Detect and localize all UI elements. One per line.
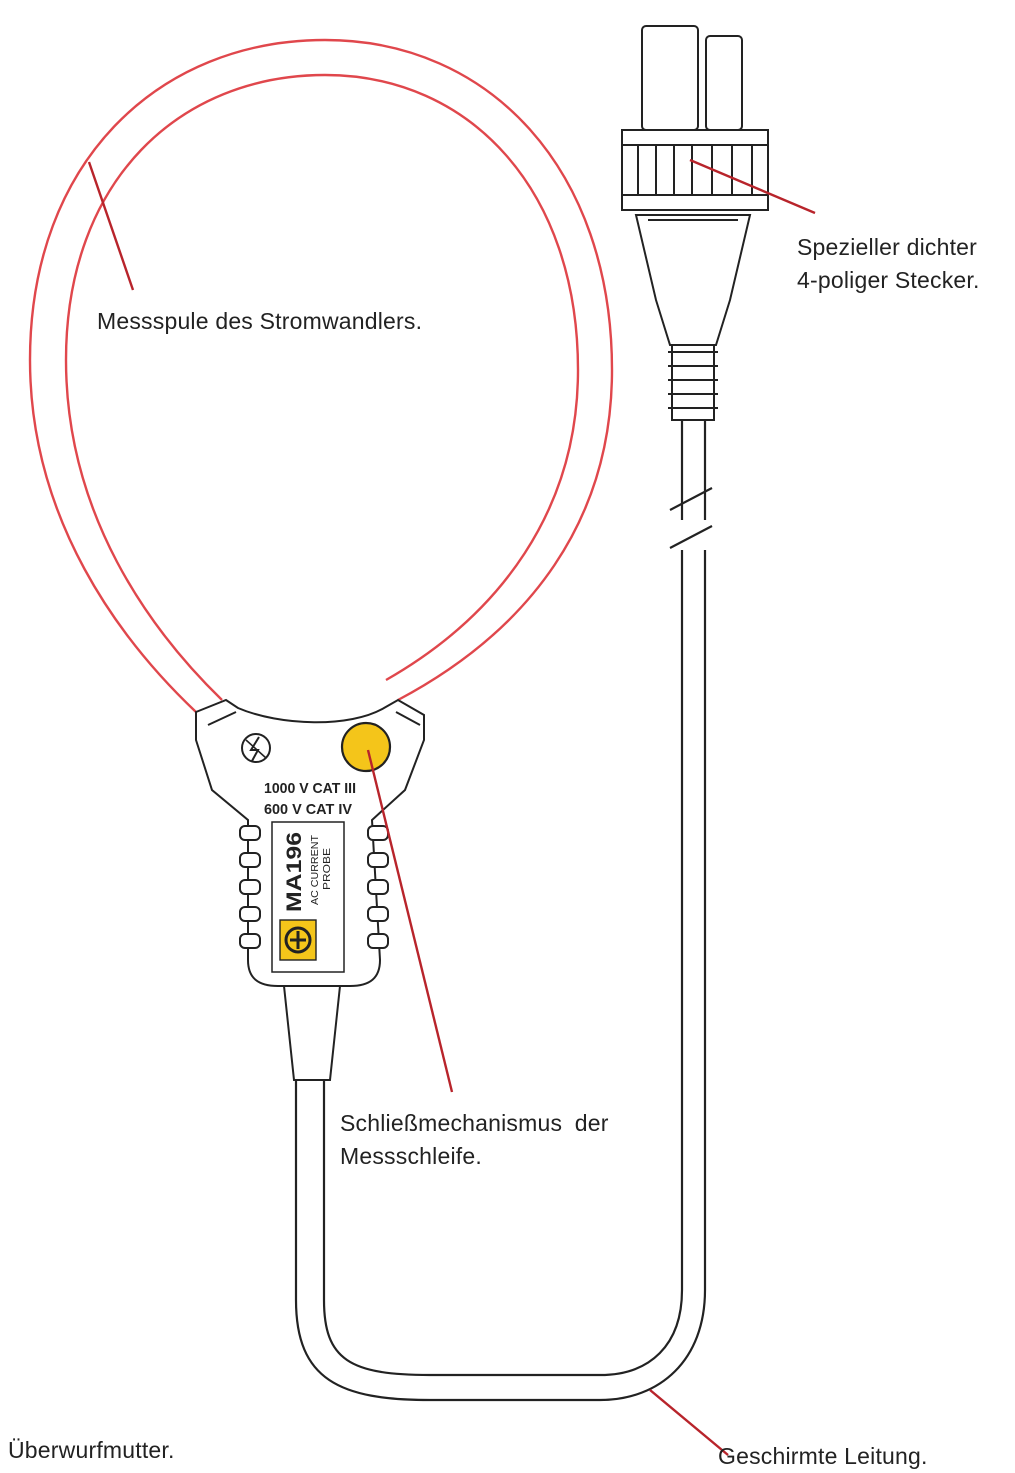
leader-lock bbox=[366, 749, 454, 1093]
rating-1: 1000 V CAT III bbox=[264, 780, 356, 797]
leader-coil bbox=[87, 161, 135, 291]
label-lock-line1: Schließmechanismus der bbox=[340, 1110, 609, 1136]
measuring-coil bbox=[28, 38, 614, 713]
coil-inner bbox=[64, 73, 580, 701]
label-plug: Spezieller dichter 4-poliger Stecker. bbox=[797, 231, 980, 297]
probe-desc-2: PROBE bbox=[322, 848, 333, 890]
rating-2: 600 V CAT IV bbox=[264, 801, 352, 818]
ht-logo-icon bbox=[279, 919, 317, 961]
leader-plug bbox=[689, 158, 816, 215]
four-pin-plug bbox=[621, 25, 769, 421]
probe-desc-1: AC CURRENT bbox=[310, 835, 321, 905]
shielded-cable bbox=[294, 420, 713, 1402]
label-coil: Messspule des Stromwandlers. bbox=[97, 308, 423, 334]
label-lock: Schließmechanismus der Messschleife. bbox=[340, 1107, 609, 1173]
label-plug-line2: 4-poliger Stecker. bbox=[797, 267, 980, 293]
coil-outer bbox=[28, 38, 614, 713]
lock-button bbox=[340, 721, 392, 773]
model-number: MA196 bbox=[283, 832, 306, 912]
leader-lines bbox=[87, 158, 816, 1456]
label-cable: Geschirmte Leitung. bbox=[718, 1443, 928, 1469]
label-nut: Überwurfmutter. bbox=[8, 1437, 175, 1463]
no-lightning-icon bbox=[241, 733, 271, 763]
probe-body bbox=[195, 698, 425, 1081]
label-plug-line1: Spezieller dichter bbox=[797, 234, 978, 260]
label-lock-line2: Messschleife. bbox=[340, 1143, 482, 1169]
leader-cable bbox=[649, 1389, 729, 1456]
